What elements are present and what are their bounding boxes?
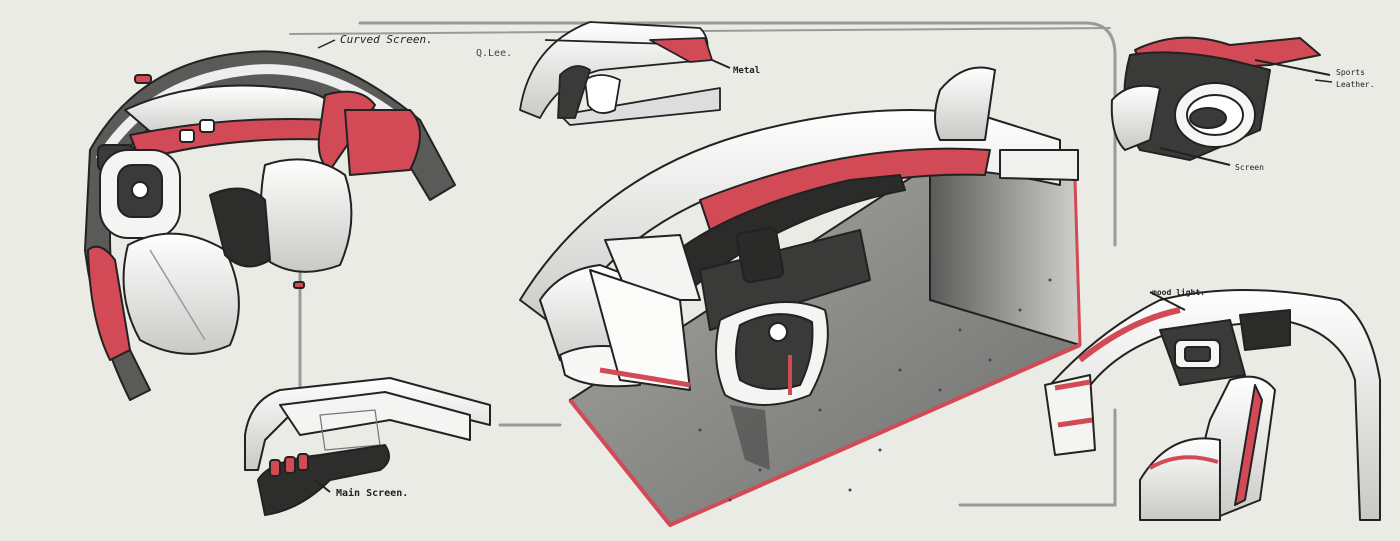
curved-screen-label: Curved Screen. bbox=[340, 33, 433, 46]
screen-label: Screen bbox=[1235, 163, 1264, 172]
dashboard-metal-sketch bbox=[519, 21, 731, 126]
topview-cabin-sketch bbox=[84, 50, 456, 401]
floor-speckles bbox=[698, 278, 1052, 502]
main-screen-label: Main Screen. bbox=[336, 488, 409, 499]
annotation-leader-lines bbox=[317, 39, 1333, 83]
sports-leather-label-line2: Leather. bbox=[1336, 80, 1375, 89]
designer-signature: Q.Lee. bbox=[476, 48, 513, 59]
metal-label: Metal bbox=[733, 66, 761, 76]
main-screen-dash-sketch bbox=[244, 377, 491, 516]
cockpit-main-render bbox=[519, 66, 1082, 527]
mood-light-label: mood light. bbox=[1152, 288, 1205, 297]
sports-leather-label-line1: Sports bbox=[1336, 68, 1365, 77]
mood-light-interior-sketch bbox=[1044, 289, 1381, 521]
steering-yoke-leather-sketch bbox=[1110, 36, 1331, 166]
